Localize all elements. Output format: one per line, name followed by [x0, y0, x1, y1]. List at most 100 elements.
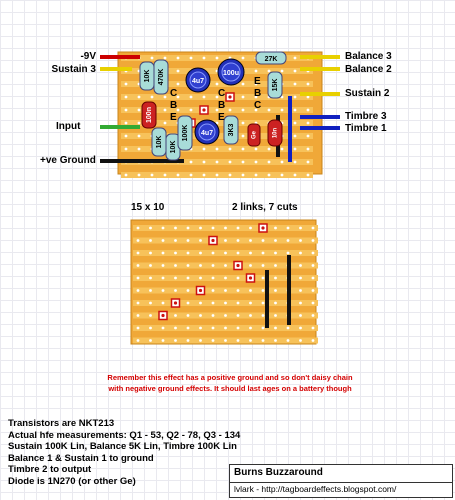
strip-hole	[199, 239, 202, 242]
strip-hole	[241, 173, 245, 177]
strip-hole	[299, 264, 302, 267]
strip-hole	[189, 173, 193, 177]
strip-hole	[293, 108, 297, 112]
strip-hole	[261, 264, 265, 267]
strip-hole	[149, 226, 152, 230]
strip-hole	[137, 147, 141, 151]
strip-hole	[274, 264, 277, 267]
strip-hole	[299, 326, 302, 330]
strip-hole	[174, 264, 177, 267]
strip-hole	[186, 314, 190, 317]
strip-hole	[293, 160, 297, 164]
strip-hole	[249, 251, 252, 255]
bottom-link-left	[265, 270, 269, 328]
strip-hole	[261, 301, 265, 305]
strip-hole	[228, 147, 232, 151]
strip-hole	[254, 69, 258, 73]
strip-hole	[241, 95, 245, 99]
label-minus9v: -9V	[80, 51, 96, 62]
strip-hole	[176, 95, 180, 99]
strip-hole	[211, 339, 215, 342]
strip-hole	[124, 108, 128, 112]
strip-hole	[137, 134, 141, 138]
strip-hole	[161, 339, 165, 342]
strip-hole	[261, 239, 265, 242]
strip-hole	[161, 276, 165, 280]
strip-hole	[249, 326, 252, 330]
capacitor-4u7-b-label: 4u7	[201, 130, 213, 137]
strip-hole	[293, 95, 297, 99]
label-sustain3: Sustain 3	[51, 64, 96, 75]
wire-sustain2	[300, 92, 340, 96]
strip-hole	[136, 276, 140, 280]
transistor-pins: C B E C B E E B C	[170, 76, 261, 123]
electrolytic-capacitors: 4u7 100u 4u7	[185, 58, 245, 145]
strip-hole	[124, 147, 128, 151]
strip-hole	[274, 314, 277, 317]
strip-hole	[274, 326, 277, 330]
strip-hole	[311, 276, 315, 280]
capacitor-100u-top	[221, 62, 241, 82]
strip-cut-dot	[202, 108, 206, 112]
strip-hole	[299, 301, 302, 305]
strip-hole	[311, 326, 315, 330]
strip-hole	[236, 289, 240, 292]
strip-hole	[202, 160, 206, 164]
strip-hole	[161, 251, 165, 255]
strip-hole	[176, 69, 180, 73]
strip-cut-dot	[261, 226, 265, 230]
q1-emitter: E	[170, 112, 177, 123]
title-divider	[230, 482, 452, 483]
strip-hole	[254, 108, 258, 112]
strip-hole	[228, 173, 232, 177]
strip-hole	[202, 56, 206, 60]
capacitor-100n-label: 100n	[146, 107, 153, 123]
bottom-board-cuts	[158, 223, 268, 321]
strip-hole	[254, 82, 258, 86]
strip-hole	[261, 276, 265, 280]
strip-hole	[293, 147, 297, 151]
strip-hole	[299, 239, 302, 242]
strip-hole	[215, 108, 219, 112]
capacitor-100u-label: 100u	[223, 70, 239, 77]
strip-hole	[241, 108, 245, 112]
strip-hole	[215, 160, 219, 164]
strip-hole	[228, 108, 232, 112]
strip-cut-dot	[236, 263, 240, 268]
strip-hole	[215, 147, 219, 151]
author-credit: lvlark - http://tagboardeffects.blogspot…	[234, 484, 397, 494]
strip-hole	[186, 226, 190, 230]
capacitor-4u7-a-top	[189, 71, 207, 89]
resistor-15k-label: 15K	[272, 79, 279, 92]
strip-hole	[236, 276, 240, 280]
strip-hole	[136, 326, 140, 330]
label-timbre3: Timbre 3	[345, 111, 387, 122]
strip-hole	[136, 289, 140, 292]
label-sustain2: Sustain 2	[345, 88, 390, 99]
strip-hole	[311, 226, 315, 230]
strip-hole	[161, 226, 165, 230]
strip-hole	[174, 226, 177, 230]
strip-hole	[311, 289, 315, 292]
spec-line: Timbre 2 to output	[8, 464, 92, 475]
q2-emitter: E	[218, 112, 225, 123]
resistor-10k-c-label: 10K	[170, 141, 177, 154]
strip-hole	[306, 160, 310, 164]
strip-hole	[261, 251, 265, 255]
ground-warning: Remember this effect has a positive grou…	[60, 372, 400, 394]
strip-hole	[149, 289, 152, 292]
label-ground: +ve Ground	[40, 155, 96, 166]
q3-emitter: E	[254, 76, 261, 87]
strip-hole	[241, 160, 245, 164]
resistor-27k	[255, 51, 287, 65]
strip-hole	[211, 314, 215, 317]
strip-hole	[136, 226, 140, 230]
strip-hole	[163, 121, 167, 125]
strip-hole	[236, 239, 240, 242]
strip-hole	[280, 160, 284, 164]
resistor-470k-label: 470K	[158, 69, 165, 86]
strip-hole	[306, 134, 310, 138]
strip-hole	[186, 264, 190, 267]
strip-hole	[241, 134, 245, 138]
strip-hole	[186, 289, 190, 292]
